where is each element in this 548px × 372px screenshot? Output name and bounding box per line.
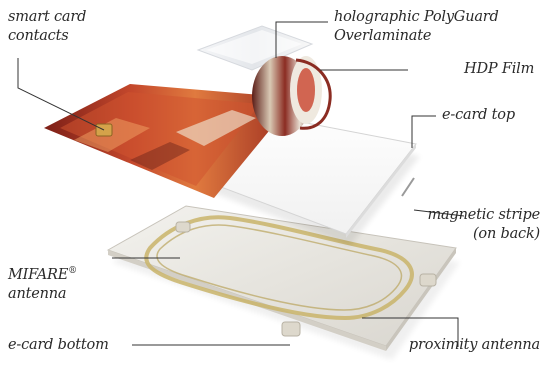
label-magnetic-stripe-line1: magnetic stripe — [428, 206, 541, 225]
label-smart-card-contacts-line1: smart card — [8, 8, 86, 27]
label-hdp-film: HDP Film — [464, 60, 534, 79]
label-mifare-antenna-line2: antenna — [8, 285, 77, 304]
label-mifare-antenna-line1: MIFARE® — [8, 266, 77, 285]
leader-ecard-top — [412, 116, 436, 148]
label-proximity-antenna: proximity antenna — [409, 336, 540, 355]
label-holographic-overlaminate: holographic PolyGuard Overlaminate — [334, 8, 499, 46]
label-smart-card-contacts-line2: contacts — [8, 27, 86, 46]
label-ecard-bottom: e-card bottom — [8, 336, 109, 355]
label-holographic-overlaminate-line2: Overlaminate — [334, 27, 499, 46]
registered-mark: ® — [68, 266, 77, 276]
label-smart-card-contacts: smart card contacts — [8, 8, 86, 46]
label-hdp-film-text: HDP Film — [464, 60, 534, 79]
label-ecard-top-text: e-card top — [442, 106, 515, 125]
label-magnetic-stripe-line2: (on back) — [428, 225, 541, 244]
label-mifare-text: MIFARE — [8, 267, 68, 283]
label-magnetic-stripe: magnetic stripe (on back) — [428, 206, 541, 244]
label-proximity-antenna-text: proximity antenna — [409, 336, 540, 355]
label-ecard-bottom-text: e-card bottom — [8, 336, 109, 355]
label-ecard-top: e-card top — [442, 106, 515, 125]
label-holographic-overlaminate-line1: holographic PolyGuard — [334, 8, 499, 27]
magnetic-stripe-edge — [402, 178, 414, 196]
label-mifare-antenna: MIFARE® antenna — [8, 266, 77, 304]
